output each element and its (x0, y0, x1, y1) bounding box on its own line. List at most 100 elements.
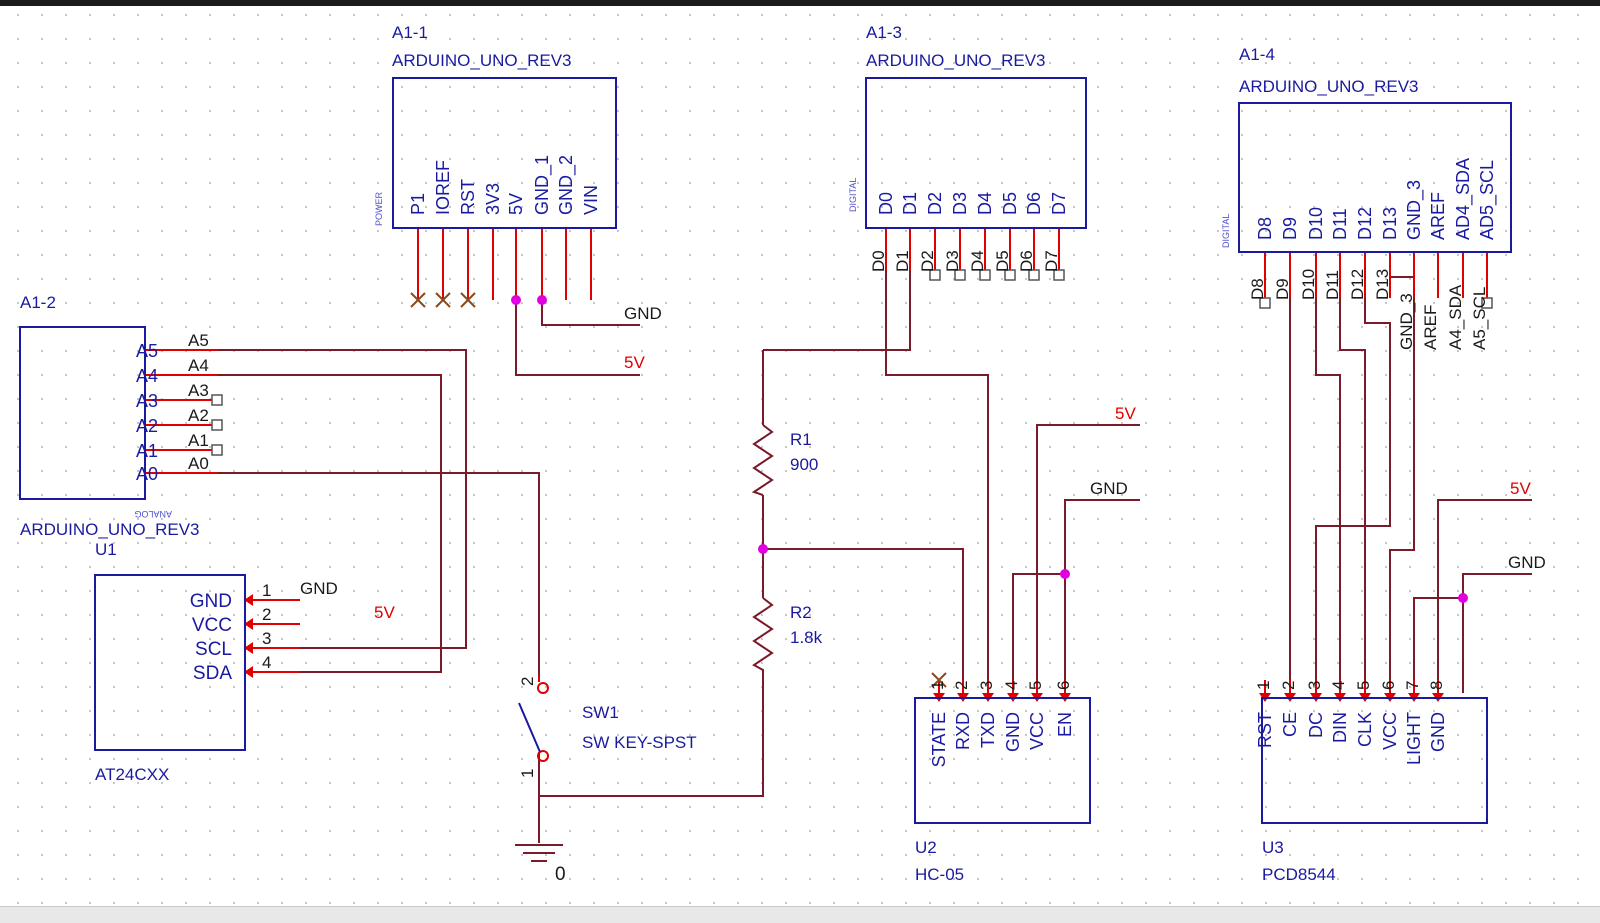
a1-2-ref: A1-2 (20, 293, 56, 312)
resistor-icon[interactable] (752, 597, 774, 695)
u1-5v-label: 5V (374, 603, 395, 622)
a1-4-pin-label: AD4_SDA (1453, 158, 1474, 240)
a1-1-pin-label: GND_1 (532, 155, 553, 215)
u3-pin-label: CLK (1355, 712, 1375, 747)
a1-4-pin-label: D13 (1380, 207, 1400, 240)
a1-3-net-label: D7 (1042, 250, 1061, 272)
u1-pin-label: SDA (193, 663, 232, 684)
u3-ref: U3 (1262, 838, 1284, 857)
u1-pin-number: 2 (262, 605, 271, 624)
a1-4-body[interactable] (1238, 102, 1512, 253)
status-bar (0, 906, 1600, 923)
u3-gnd-label: GND (1508, 553, 1546, 572)
a1-4-net-label: D9 (1273, 278, 1292, 300)
a1-2-body[interactable] (19, 326, 146, 500)
sw1-part: SW KEY-SPST (582, 733, 697, 752)
u1-pin-number: 1 (262, 581, 271, 600)
u3-pin-label: CE (1280, 712, 1300, 737)
a1-4-net-label: D8 (1248, 278, 1267, 300)
u1-pin-label: SCL (195, 639, 232, 660)
a1-2-net-label: A1 (188, 431, 209, 450)
a1-3-pin-label: D2 (925, 192, 945, 215)
a1-2-net-label: A2 (188, 406, 209, 425)
u2-pin-label: TXD (978, 712, 998, 748)
ground-symbol-icon (515, 844, 563, 862)
a1-1-pin-label: 5V (506, 193, 526, 215)
a1-2-net-label: A5 (188, 331, 209, 350)
a1-1-body[interactable] (392, 77, 617, 229)
u1-pin-label: VCC (192, 615, 232, 636)
a1-2-pin-label: A4 (136, 366, 158, 386)
a1-4-net-label: D10 (1299, 269, 1318, 300)
a1-3-body[interactable] (865, 77, 1087, 229)
a1-1-pin-label: 3V3 (483, 183, 503, 215)
a1-4-pin-label: GND_3 (1404, 180, 1425, 240)
u3-pin-number: 5 (1354, 681, 1373, 690)
a1-1-pin-label: GND_2 (556, 155, 577, 215)
r2-value: 1.8k (790, 628, 823, 647)
a1-2-pin-label: A5 (136, 341, 158, 361)
a1-3-ref: A1-3 (866, 23, 902, 42)
resistor-icon[interactable] (751, 424, 774, 496)
u1-pin-label: GND (190, 591, 232, 612)
u2-ref: U2 (915, 838, 937, 857)
u3-pin-label: DC (1306, 712, 1326, 738)
u2-pin-number: 1 (928, 681, 947, 690)
window-top-edge (0, 0, 1600, 6)
u3-pin-number: 8 (1427, 681, 1446, 690)
a1-4-pin-label: AREF (1428, 192, 1448, 240)
switch-spst-icon[interactable] (518, 676, 549, 762)
a1-2-net-label: A3 (188, 381, 209, 400)
a1-4-pin-label: D12 (1355, 207, 1375, 240)
u2-body[interactable] (914, 697, 1091, 824)
u1-part: AT24CXX (95, 765, 169, 784)
u3-pin-number: 2 (1279, 681, 1298, 690)
u3-body[interactable] (1261, 697, 1488, 824)
u3-5v-label: 5V (1510, 479, 1531, 498)
u2-part: HC-05 (915, 865, 964, 884)
u2-pin-label: EN (1055, 712, 1075, 737)
u2-pin-label: STATE (929, 712, 949, 767)
a1-2-part: ARDUINO_UNO_REV3 (20, 520, 200, 539)
a1-3-net-label: D5 (993, 250, 1012, 272)
a1-3-pin-label: D0 (876, 192, 896, 215)
a1-4-net-label: D13 (1373, 269, 1392, 300)
u3-pin-label: RST (1255, 712, 1275, 748)
a1-3-pin-label: D4 (975, 192, 995, 215)
a1-3-net-label: D6 (1017, 250, 1036, 272)
a1-2-pin-label: A1 (136, 441, 158, 461)
u3-pin-label: VCC (1380, 712, 1400, 750)
a1-3-pin-label: D6 (1024, 192, 1044, 215)
a1-2-pin-label: A3 (136, 391, 158, 411)
u2-pin-number: 4 (1002, 681, 1021, 690)
a1-2-pin-label: A2 (136, 416, 158, 436)
a1-4-section: DIGITAL (1221, 214, 1231, 248)
a1-1-pin-label: IOREF (433, 160, 453, 215)
a1-1-gnd-label: GND (624, 304, 662, 323)
a1-1-pin-label: VIN (581, 185, 601, 215)
a1-4-pin-label: D9 (1280, 217, 1300, 240)
a1-4-net-label: GND_3 (1397, 293, 1416, 350)
u1-pin-number: 4 (262, 653, 271, 672)
u1-ref: U1 (95, 540, 117, 559)
a1-3-net-label: D2 (918, 250, 937, 272)
u3-pin-number: 7 (1403, 681, 1422, 690)
r1-ref: R1 (790, 430, 812, 449)
a1-4-net-label: A5_SCL (1470, 287, 1489, 350)
a1-3-net-label: D3 (943, 250, 962, 272)
a1-4-net-label: AREF (1421, 305, 1440, 350)
pin-arrow-icons (244, 594, 1444, 702)
a1-3-pin-label: D1 (900, 192, 920, 215)
r2-ref: R2 (790, 603, 812, 622)
u1-body[interactable] (94, 574, 246, 751)
u3-pin-number: 6 (1379, 681, 1398, 690)
sw1-pin-1: 1 (518, 769, 537, 778)
no-connect-x-icon (410, 292, 947, 688)
u2-pin-label: VCC (1027, 712, 1047, 750)
a1-1-ref: A1-1 (392, 23, 428, 42)
u3-pin-number: 4 (1329, 681, 1348, 690)
a1-3-net-label: D1 (893, 250, 912, 272)
a1-3-pin-label: D5 (1000, 192, 1020, 215)
